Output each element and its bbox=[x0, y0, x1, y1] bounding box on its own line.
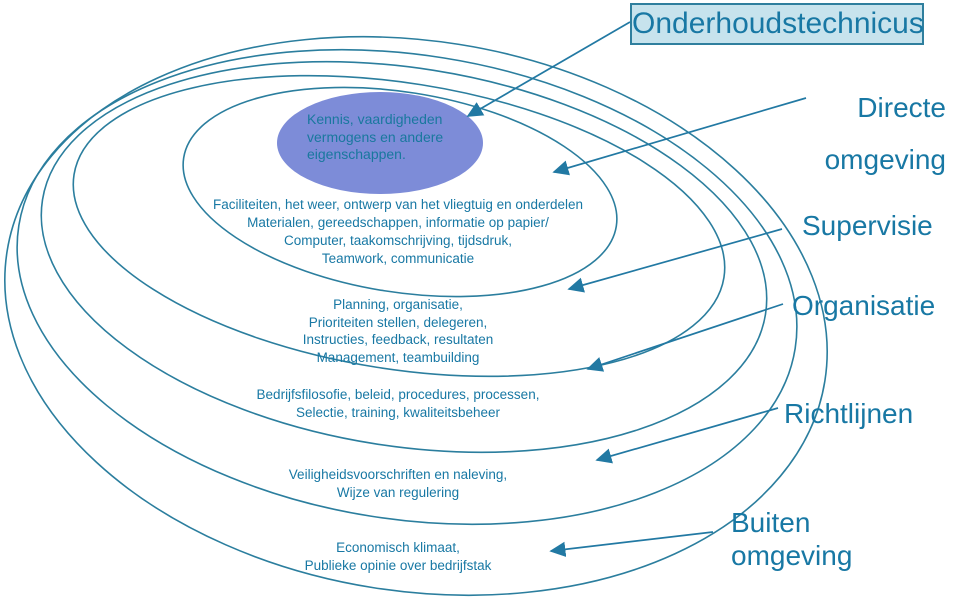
ring-text-supervisie: Planning, organisatie, Prioriteiten stel… bbox=[302, 297, 494, 365]
ring-supervisie bbox=[72, 74, 726, 378]
arrow-richtlijnen bbox=[595, 407, 779, 464]
ring-organisatie bbox=[40, 60, 768, 454]
ring-text-directe-omgeving: Faciliteiten, het weer, ontwerp van het … bbox=[213, 197, 583, 266]
label-directe-omgeving: Directe omgeving bbox=[824, 92, 946, 175]
ring-richtlijnen bbox=[16, 48, 798, 526]
ring-text-organisatie: Bedrijfsfilosofie, beleid, procedures, p… bbox=[256, 387, 540, 420]
label-supervisie: Supervisie bbox=[802, 210, 933, 241]
ring-directe-omgeving bbox=[182, 86, 618, 298]
label-organisatie: Organisatie bbox=[792, 290, 936, 321]
label-buiten-omgeving: Buiten omgeving bbox=[731, 507, 853, 571]
ring-buiten-omgeving bbox=[4, 35, 828, 597]
technician-ellipse bbox=[277, 92, 483, 194]
arrow-supervisie bbox=[567, 228, 783, 293]
onderhoudstechnicus-box: Onderhoudstechnicus bbox=[630, 3, 924, 45]
arrow-buiten-omgeving bbox=[549, 531, 714, 557]
arrow-onderhoudstechnicus bbox=[466, 21, 631, 117]
ring-text-richtlijnen: Veiligheidsvoorschriften en naleving, Wi… bbox=[288, 467, 508, 500]
label-richtlijnen: Richtlijnen bbox=[784, 398, 914, 429]
arrow-directe-omgeving bbox=[552, 97, 807, 176]
ring-text-buiten-omgeving: Economisch klimaat, Publieke opinie over… bbox=[304, 540, 492, 573]
technician-attributes-text: Kennis, vaardigheden vermogens en andere… bbox=[307, 111, 444, 162]
arrow-organisatie bbox=[586, 303, 784, 372]
